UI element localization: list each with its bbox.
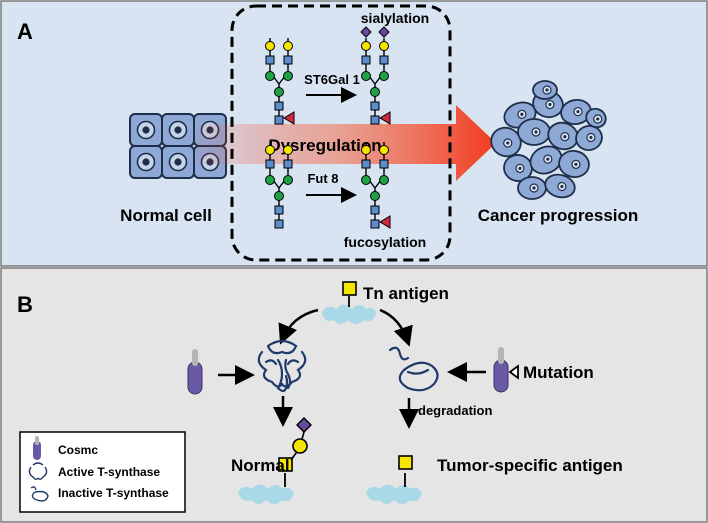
cosmc-left	[187, 349, 203, 395]
panel-b-letter: B	[17, 292, 33, 317]
fucosylation-label: fucosylation	[344, 234, 426, 250]
fut8-label: Fut 8	[307, 171, 338, 186]
normal-glycoprotein	[238, 417, 312, 504]
tn-antigen-protein	[322, 281, 376, 324]
cancer-progression-label: Cancer progression	[478, 206, 639, 225]
st6gal1-label: ST6Gal 1	[304, 72, 360, 87]
tumor-antigen-label: Tumor-specific antigen	[437, 456, 623, 475]
cancer-cell	[503, 154, 533, 182]
panel-a: A Normal cell Dysregulation sialylation …	[0, 0, 708, 267]
glycan-bottom-before	[265, 142, 293, 229]
legend-cosmc-label: Cosmc	[58, 443, 98, 457]
glycan-structures	[265, 26, 391, 229]
inactive-t-synthase	[388, 346, 439, 392]
cancer-cell	[490, 126, 522, 158]
panel-b: B Tn antigen	[0, 267, 708, 523]
mutation-label: Mutation	[523, 363, 594, 382]
cancer-cell	[544, 173, 576, 199]
legend-inactive-label: Inactive T-synthase	[58, 486, 169, 500]
cancer-cell	[558, 150, 590, 178]
legend-active-label: Active T-synthase	[58, 465, 160, 479]
legend-cosmc-icon	[33, 436, 41, 460]
to-inactive-arrow	[379, 308, 413, 347]
cancer-cell-cluster	[490, 80, 607, 200]
tn-antigen-label: Tn antigen	[363, 284, 449, 303]
degradation-label: degradation	[418, 403, 492, 418]
cancer-cell	[517, 118, 551, 146]
cancer-cell	[529, 145, 563, 175]
cancer-cell	[560, 98, 592, 126]
glycosylation-box	[230, 4, 452, 262]
glycan-bottom-after	[361, 142, 391, 229]
legend-active-icon	[28, 462, 48, 480]
normal-cell-label: Normal cell	[120, 206, 212, 225]
to-active-arrow	[278, 308, 319, 345]
dysregulation-label: Dysregulation	[268, 136, 381, 155]
glycan-top-after	[360, 26, 391, 125]
sialylation-label: sialylation	[361, 10, 429, 26]
cancer-cell	[547, 121, 579, 151]
cosmc-mutant	[493, 347, 519, 393]
active-t-synthase	[257, 339, 307, 393]
cancer-cell	[517, 176, 547, 200]
cancer-cell	[575, 125, 603, 151]
legend-inactive-icon	[30, 486, 49, 502]
legend: Cosmc Active T-synthase Inactive T-synth…	[19, 431, 186, 513]
cancer-cell	[585, 107, 607, 129]
cancer-cell	[532, 80, 558, 100]
glycan-top-before	[265, 38, 295, 125]
panel-a-letter: A	[17, 19, 33, 44]
tumor-glycoprotein	[366, 455, 422, 504]
normal-label: Normal	[231, 456, 290, 475]
